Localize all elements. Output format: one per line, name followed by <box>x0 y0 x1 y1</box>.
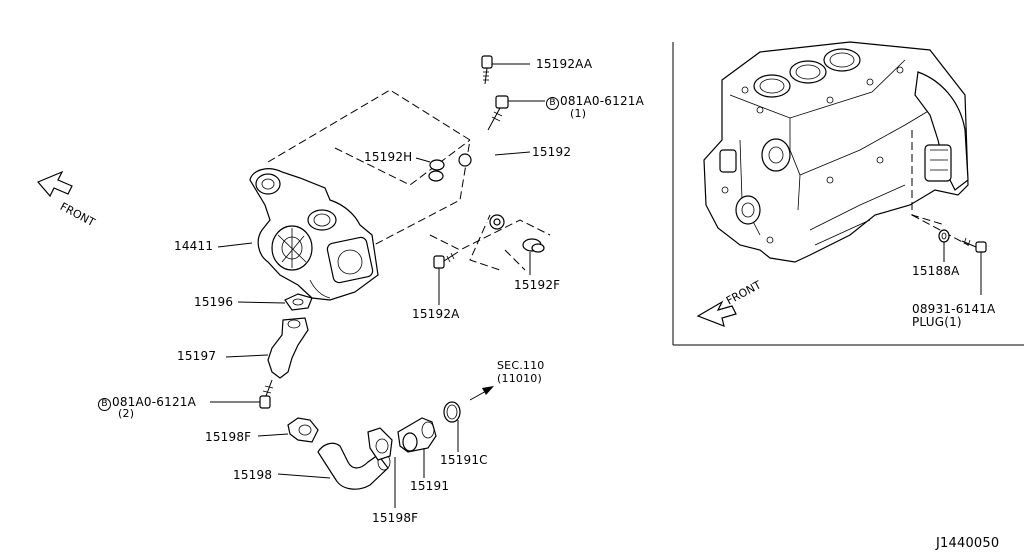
label-plug: PLUG(1) <box>912 315 962 329</box>
pipe-15197 <box>225 317 309 379</box>
gasket-15196 <box>237 293 313 311</box>
label-14411: 14411 <box>174 239 214 253</box>
bolt-15192AA <box>481 55 530 85</box>
bolt-symbol-left: B <box>98 398 111 411</box>
label-bolt-qty-left: (2) <box>118 407 135 420</box>
label-bolt-qty-top: (1) <box>570 107 587 120</box>
oring-15191C <box>443 401 461 452</box>
label-15198F-bottom: 15198F <box>372 511 419 525</box>
hose-15198 <box>277 442 391 490</box>
label-15197: 15197 <box>177 349 217 363</box>
washer-15188A <box>938 229 950 262</box>
front-arrow-left <box>37 170 73 198</box>
label-sec-sub: (11010) <box>497 372 542 385</box>
bolt-code-top: 081A0-6121A <box>560 94 645 108</box>
label-sec-ref: SEC.110 <box>497 359 545 372</box>
engine-block <box>703 41 969 263</box>
label-15192: 15192 <box>532 145 572 159</box>
plug-08931 <box>961 237 987 295</box>
dashed-guides <box>267 89 551 271</box>
bolt-symbol: B <box>546 97 559 110</box>
clip-15192F <box>522 238 545 275</box>
label-15191C: 15191C <box>440 453 488 467</box>
connector-15191 <box>397 417 437 478</box>
sec-arrow <box>469 386 494 401</box>
label-15192AA: 15192AA <box>536 57 593 71</box>
clamp-15198F-top <box>257 417 319 443</box>
label-plug-code: 08931-6141A <box>912 302 996 316</box>
inset-dashed <box>911 130 969 246</box>
label-15192F: 15192F <box>514 278 561 292</box>
bolt-top <box>487 95 545 131</box>
inset-frame <box>672 42 1024 346</box>
label-15191: 15191 <box>410 479 450 493</box>
bolt-code-left: 081A0-6121A <box>112 395 197 409</box>
label-15198: 15198 <box>233 468 273 482</box>
turbocharger-14411 <box>217 168 379 301</box>
label-15192H: 15192H <box>364 150 413 164</box>
pipe-15192 <box>447 142 531 230</box>
label-15196: 15196 <box>194 295 234 309</box>
diagram-id: J1440050 <box>936 536 1000 551</box>
label-15188A: 15188A <box>912 264 960 278</box>
bolt-left <box>210 379 274 409</box>
clamp-15198F-bottom <box>367 427 396 508</box>
bolt-15192A <box>433 251 459 305</box>
label-15198F-top: 15198F <box>205 430 252 444</box>
label-15192A: 15192A <box>412 307 460 321</box>
clip-15192H <box>415 157 445 182</box>
front-arrow-right <box>696 300 737 327</box>
